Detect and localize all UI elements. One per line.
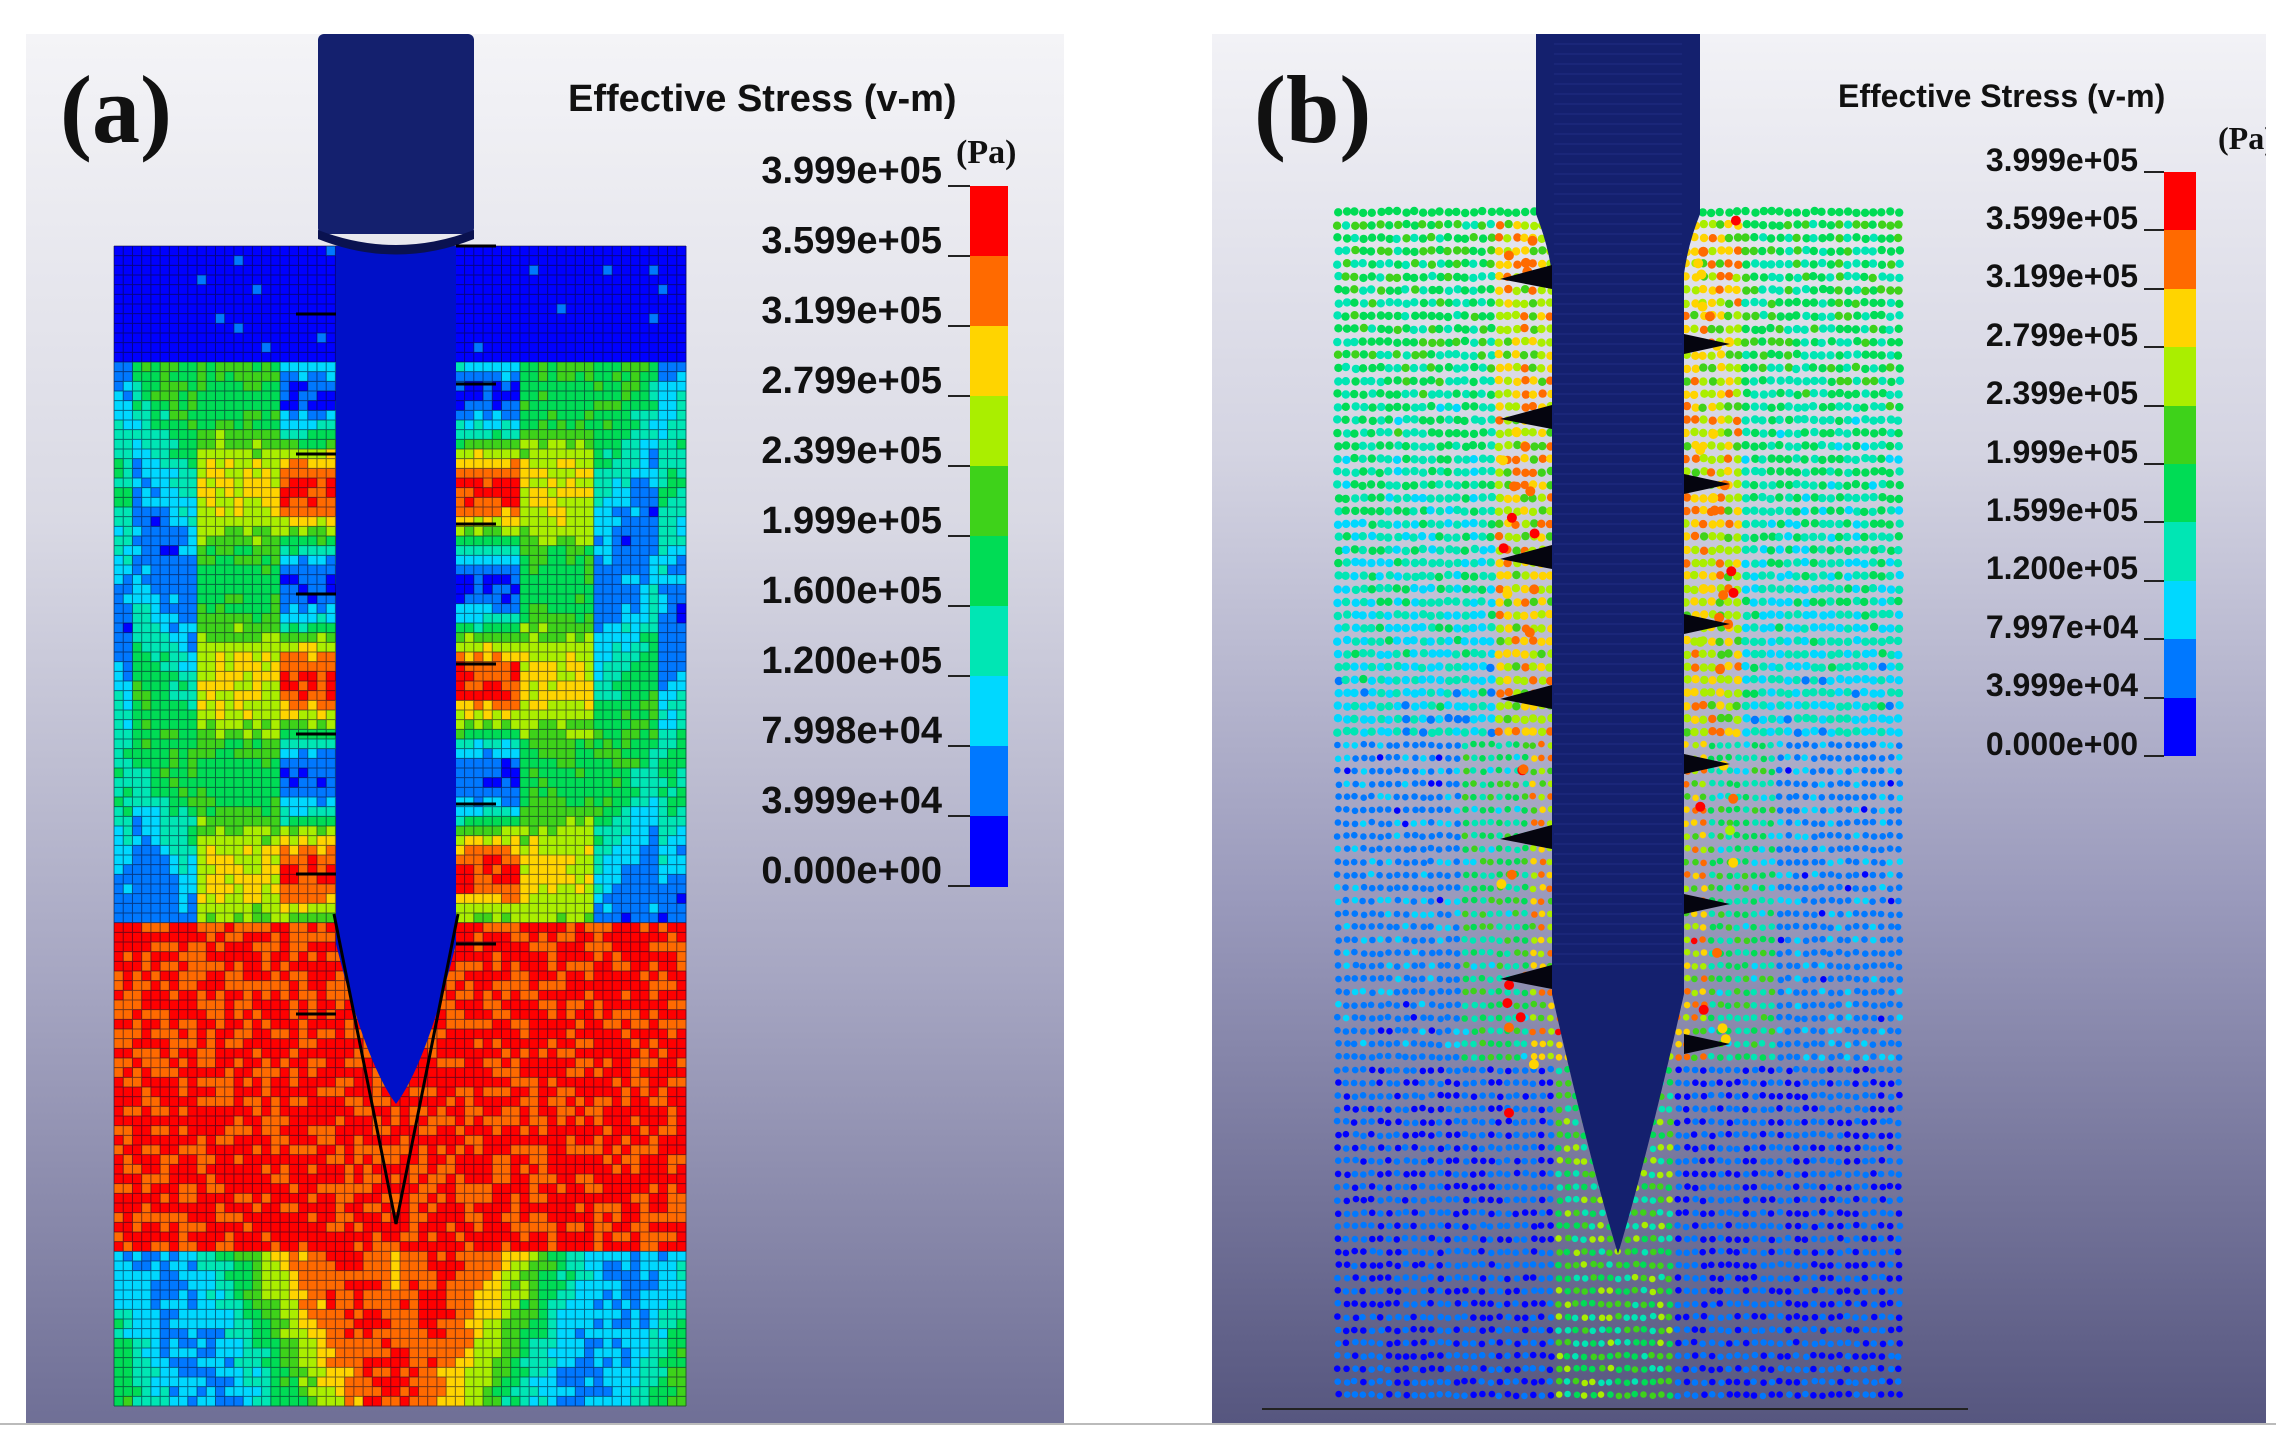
legend-tick-label: 1.200e+05 — [761, 639, 942, 682]
legend-tick-label: 1.200e+05 — [1985, 550, 2138, 587]
panel-b-particle-model: (b) Effective Stress (v-m) (Pa) 3.999e+0… — [1212, 34, 2266, 1424]
legend-tick-label: 1.999e+05 — [761, 499, 942, 542]
particle-stress-plot — [1332, 34, 1905, 1400]
legend-tick-mark — [2144, 696, 2164, 699]
panel-b-legend-unit: (Pa) — [2218, 120, 2266, 156]
legend-tick-mark — [2144, 521, 2164, 524]
legend-tick-label: 7.998e+04 — [761, 709, 942, 752]
figure-bottom-rule — [0, 1423, 2276, 1425]
legend-swatch — [2164, 405, 2196, 465]
pile-shaft-top — [318, 34, 474, 234]
legend-tick-mark — [948, 185, 970, 187]
legend-tick-mark — [948, 395, 970, 397]
legend-swatch — [970, 326, 1008, 397]
legend-tick-label: 1.999e+05 — [1985, 433, 2138, 470]
legend-tick-label: 0.000e+00 — [1985, 725, 2138, 762]
legend-tick-label: 3.199e+05 — [1985, 258, 2138, 295]
legend-swatch — [970, 676, 1008, 747]
legend-swatch — [970, 816, 1008, 887]
legend-tick-mark — [2144, 755, 2164, 757]
legend-tick-label: 2.399e+05 — [1985, 375, 2138, 412]
legend-swatch — [2164, 172, 2196, 231]
pile-tip-outline — [332, 913, 460, 1225]
legend-tick-mark — [2144, 229, 2164, 232]
panel-b-legend-title: Effective Stress (v-m) — [1838, 78, 2166, 114]
legend-tick-mark — [948, 535, 970, 537]
legend-tick-mark — [948, 255, 970, 257]
legend-tick-label: 7.997e+04 — [1985, 608, 2138, 645]
legend-tick-mark — [2144, 171, 2164, 173]
legend-swatch — [2164, 288, 2196, 348]
legend-tick-mark — [2144, 287, 2164, 290]
legend-tick-label: 2.799e+05 — [1985, 316, 2138, 353]
legend-tick-mark — [948, 815, 970, 817]
legend-tick-mark — [948, 745, 970, 747]
fem-stress-contour-plot — [113, 34, 687, 1407]
legend-tick-mark — [948, 885, 970, 887]
panel-a-legend-title: Effective Stress (v-m) — [568, 78, 957, 120]
legend-tick-label: 3.999e+05 — [761, 149, 942, 192]
helix-blade-marks — [296, 244, 496, 1016]
legend-swatch — [970, 746, 1008, 817]
legend-swatch — [970, 536, 1008, 607]
legend-tick-mark — [948, 465, 970, 467]
legend-swatch — [2164, 347, 2196, 407]
panel-a-legend-unit: (Pa) — [956, 134, 1017, 171]
legend-tick-label: 3.599e+05 — [1985, 200, 2138, 236]
legend-swatch — [2164, 230, 2196, 290]
legend-swatch — [970, 256, 1008, 327]
legend-tick-label: 3.999e+05 — [1985, 141, 2138, 178]
legend-tick-label: 2.399e+05 — [761, 429, 942, 472]
legend-tick-mark — [948, 605, 970, 607]
pile-mesh-texture — [1554, 43, 1682, 965]
legend-swatch — [2164, 697, 2196, 757]
legend-swatch — [970, 396, 1008, 467]
panel-b-ground-line — [1262, 1408, 1968, 1410]
legend-swatch — [2164, 522, 2196, 582]
legend-tick-label: 3.599e+05 — [761, 219, 942, 262]
legend-swatch — [970, 186, 1008, 257]
legend-tick-mark — [948, 325, 970, 327]
legend-swatch — [2164, 639, 2196, 699]
panel-a-letter: (a) — [60, 56, 172, 163]
legend-tick-mark — [2144, 579, 2164, 582]
legend-swatch — [970, 606, 1008, 677]
pile-low-stress-zone — [336, 246, 456, 1104]
legend-tick-mark — [2144, 638, 2164, 641]
legend-tick-label: 3.999e+04 — [1985, 667, 2138, 704]
legend-swatch — [2164, 464, 2196, 523]
legend-tick-mark — [948, 675, 970, 677]
legend-swatch — [2164, 580, 2196, 640]
legend-tick-label: 3.199e+05 — [761, 289, 942, 332]
legend-swatch — [970, 466, 1008, 537]
legend-tick-label: 3.999e+04 — [761, 779, 942, 822]
panel-b-letter: (b) — [1254, 56, 1372, 163]
panel-a-fem-model: (a) Effective Stress (v-m) (Pa) 3.999e+0… — [26, 34, 1064, 1424]
legend-tick-mark — [2144, 404, 2164, 407]
legend-tick-mark — [2144, 346, 2164, 349]
particles — [1332, 206, 1905, 1400]
legend-tick-label: 1.599e+05 — [1985, 492, 2138, 528]
legend-tick-label: 0.000e+00 — [761, 849, 942, 892]
legend-tick-label: 2.799e+05 — [761, 359, 942, 402]
legend-tick-mark — [2144, 463, 2164, 465]
legend-tick-label: 1.600e+05 — [761, 569, 942, 612]
helix-blades — [1500, 265, 1730, 1054]
